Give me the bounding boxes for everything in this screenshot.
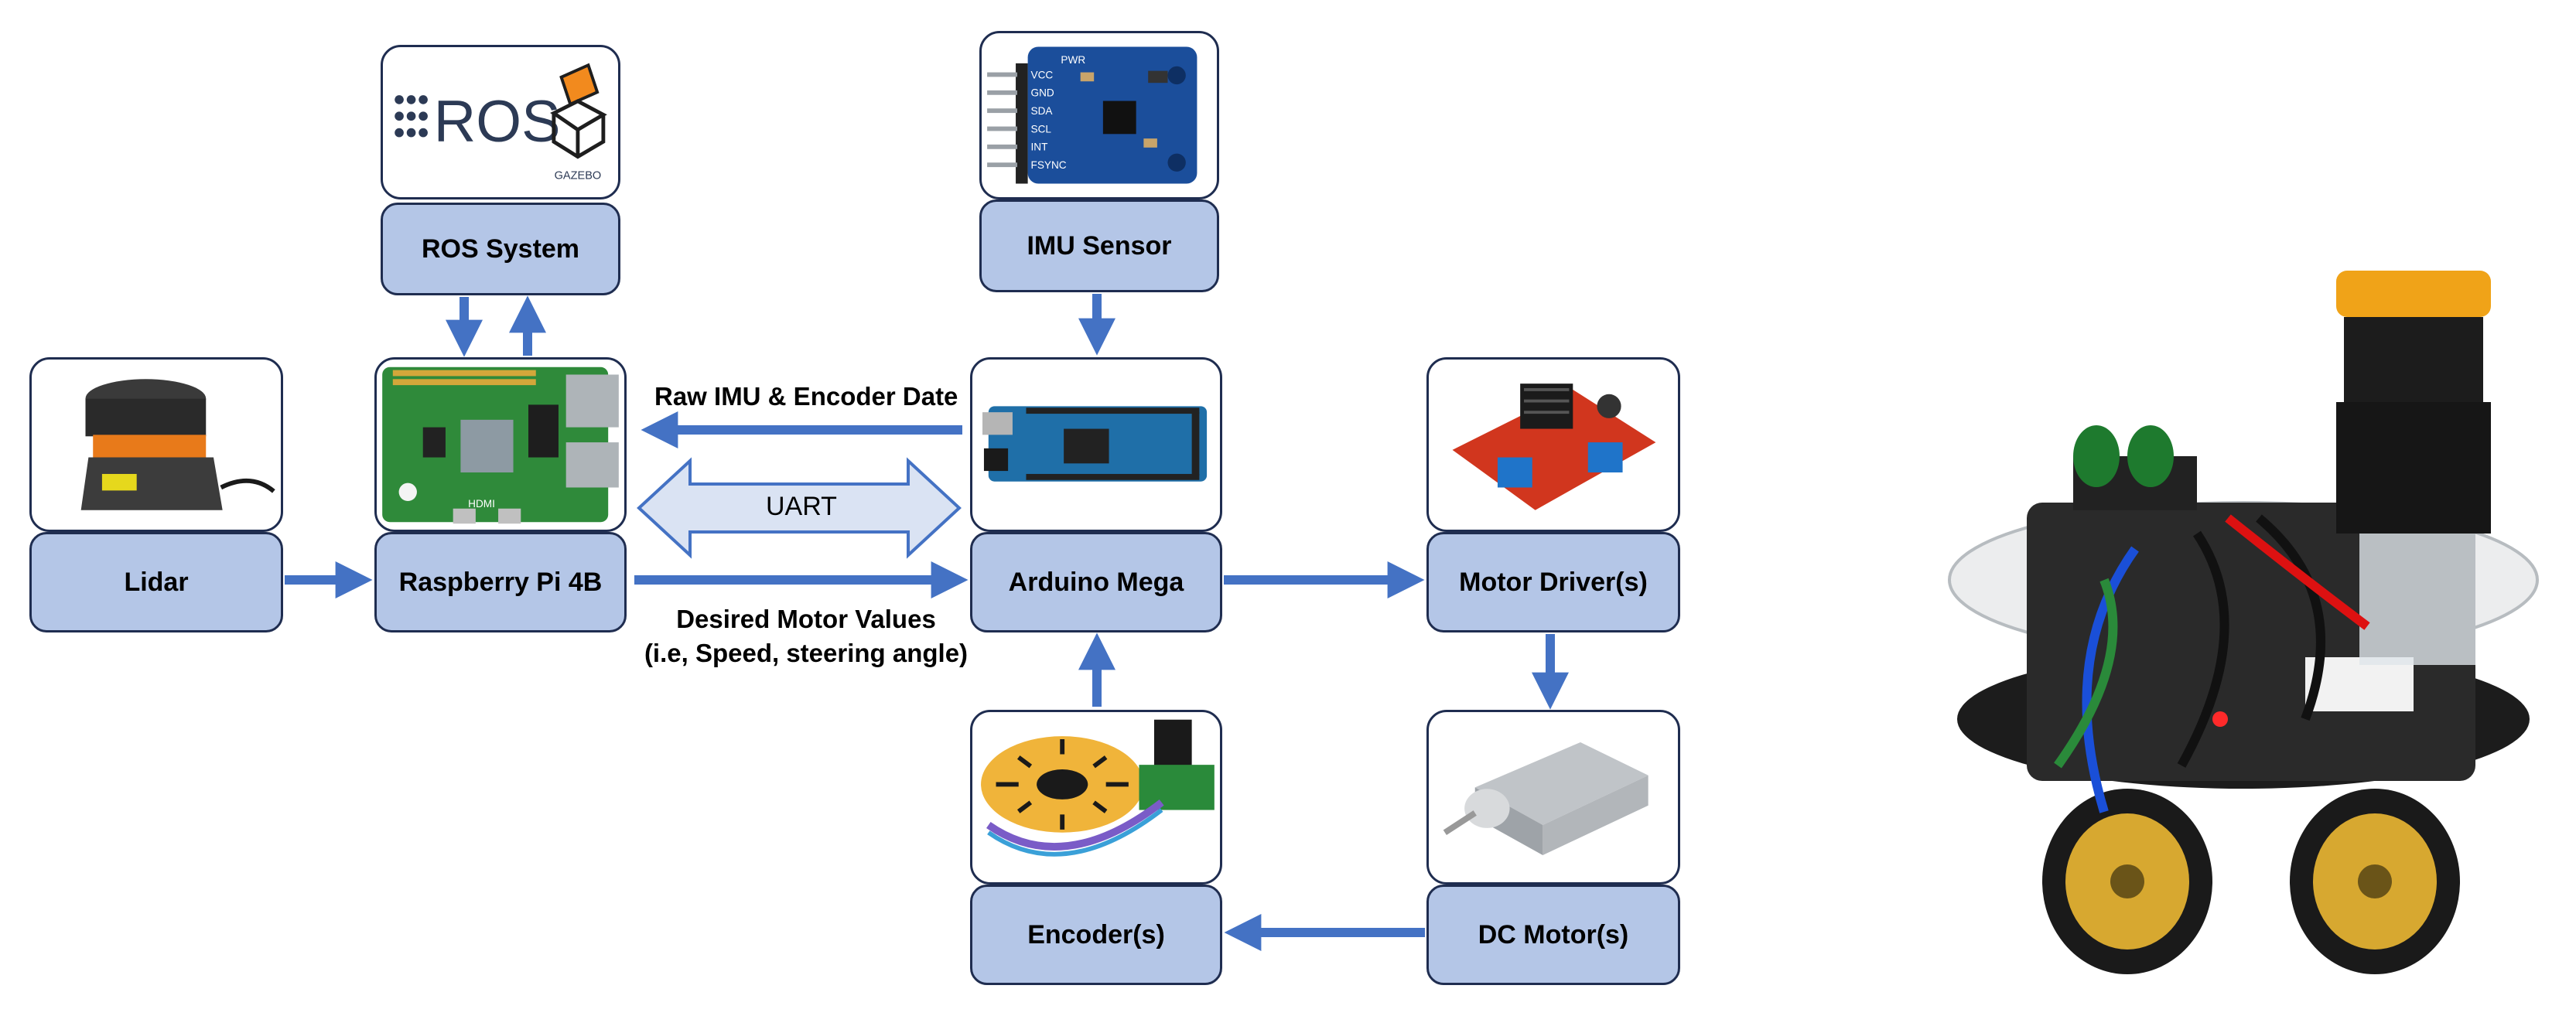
robot-wheel-left <box>2042 789 2212 974</box>
imu-sensor-image: VCC GND SDA SCL INT FSYNC PWR <box>979 31 1219 199</box>
encoder-image <box>970 710 1222 885</box>
desired-motor-values-line2: (i.e, Speed, steering angle) <box>644 639 969 667</box>
arduino-board-graphic <box>982 406 1208 482</box>
robot-car-photo <box>1948 271 2539 974</box>
dc-motor-graphic <box>1443 742 1648 855</box>
rpi-hdmi-text: HDMI <box>468 498 495 510</box>
raspberry-pi-label: Raspberry Pi 4B <box>398 567 603 597</box>
motor-driver-label: Motor Driver(s) <box>1459 567 1648 597</box>
imu-sensor-node: IMU Sensor <box>979 199 1219 292</box>
desired-motor-values-label: Desired Motor Values (i.e, Speed, steeri… <box>644 605 969 668</box>
dc-motor-node: DC Motor(s) <box>1426 885 1680 985</box>
imu-pin-sda: SDA <box>1031 105 1054 117</box>
encoder-wheel-graphic <box>981 719 1215 857</box>
ros-gazebo-logo: ROS GAZEBO <box>395 63 607 182</box>
encoder-label: Encoder(s) <box>1027 919 1165 950</box>
ros-system-label: ROS System <box>421 234 580 264</box>
imu-pwr-text: PWR <box>1061 54 1085 66</box>
raspberry-pi-node: Raspberry Pi 4B <box>374 532 627 632</box>
ros-system-node: ROS System <box>381 203 620 295</box>
arduino-mega-node: Arduino Mega <box>970 532 1222 632</box>
dc-motor-label: DC Motor(s) <box>1478 919 1629 950</box>
lidar-node: Lidar <box>29 532 283 632</box>
imu-pin-int: INT <box>1031 141 1048 153</box>
lidar-graphic <box>80 379 275 510</box>
arduino-mega-label: Arduino Mega <box>1008 567 1184 597</box>
motor-driver-graphic <box>1452 384 1656 510</box>
motor-driver-image <box>1426 357 1680 532</box>
robot-wheel-right <box>2290 789 2460 974</box>
raspberry-pi-image: HDMI <box>374 357 627 532</box>
raw-imu-edge-label: Raw IMU & Encoder Date <box>654 382 958 411</box>
gazebo-cube-icon <box>550 63 607 159</box>
lidar-label: Lidar <box>124 567 189 597</box>
dc-motor-image <box>1426 710 1680 885</box>
gazebo-logo-text: GAZEBO <box>555 170 602 182</box>
imu-pin-scl: SCL <box>1031 123 1052 135</box>
imu-pin-fsync: FSYNC <box>1031 159 1067 171</box>
lidar-image <box>29 357 283 532</box>
ros-logo-text: ROS <box>434 90 561 155</box>
imu-pin-gnd: GND <box>1031 87 1054 99</box>
raspberry-pi-board: HDMI <box>382 367 619 524</box>
motor-driver-node: Motor Driver(s) <box>1426 532 1680 632</box>
imu-board-graphic: VCC GND SDA SCL INT FSYNC PWR <box>987 46 1197 184</box>
ros-logo-image: ROS GAZEBO <box>381 45 620 199</box>
imu-pin-vcc: VCC <box>1031 69 1054 80</box>
uart-label: UART <box>766 492 837 521</box>
encoder-node: Encoder(s) <box>970 885 1222 985</box>
imu-sensor-label: IMU Sensor <box>1027 230 1172 261</box>
arduino-mega-image <box>970 357 1222 532</box>
desired-motor-values-line1: Desired Motor Values <box>676 605 936 633</box>
